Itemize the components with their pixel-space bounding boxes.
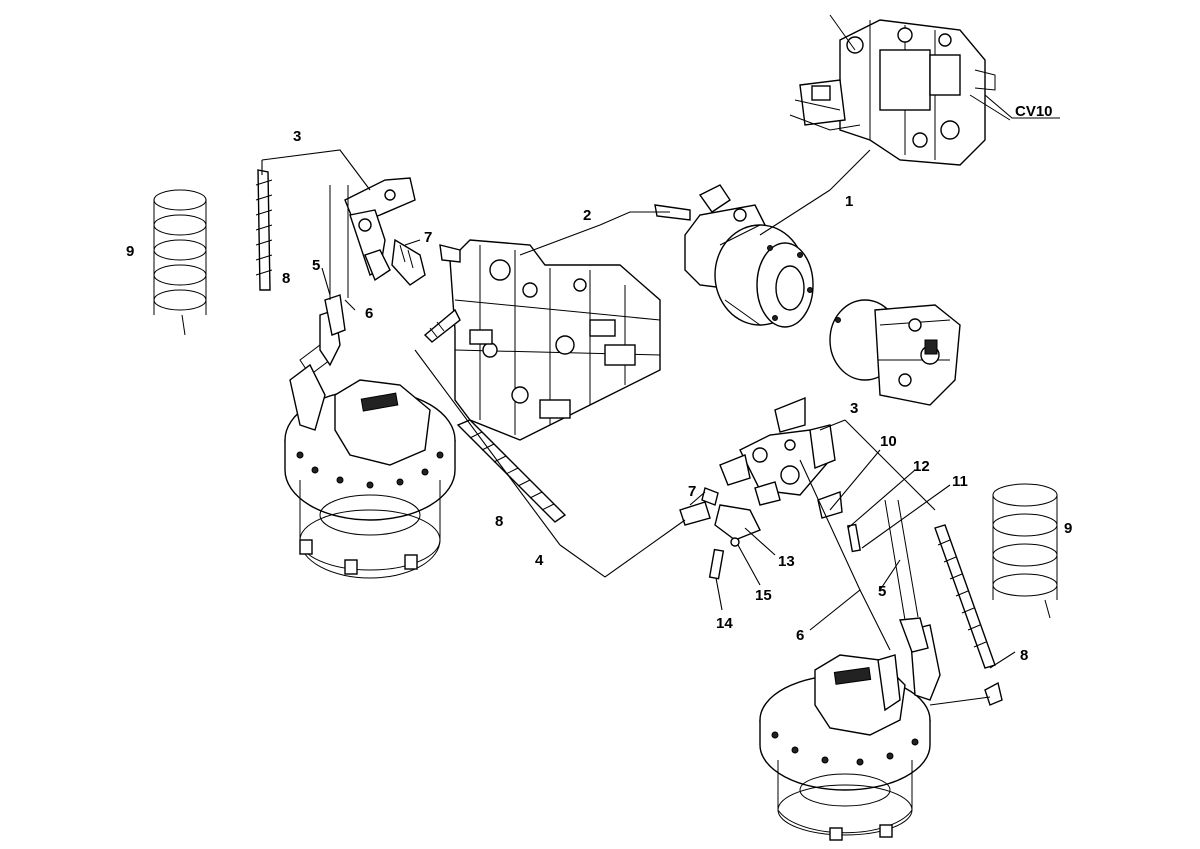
spiral-coil-9-right — [992, 483, 1058, 619]
callout-7-left: 7 — [424, 229, 432, 246]
callout-9-left: 9 — [126, 243, 134, 260]
callout-9-right: 9 — [1064, 520, 1072, 537]
hydraulic-motor-b — [829, 299, 961, 406]
control-valve-cv10 — [789, 14, 1060, 166]
valve-manifold-block — [423, 239, 661, 441]
leader-lines — [261, 149, 1016, 669]
callout-labels: CV10 1 2 3 3 4 5 5 6 6 7 7 8 8 8 9 9 10 … — [126, 103, 1072, 664]
hose-fittings — [324, 185, 929, 653]
callout-10: 10 — [880, 433, 897, 450]
hydraulic-motor-a — [654, 184, 814, 328]
callout-8-left: 8 — [282, 270, 290, 287]
spiral-wrap-8-center — [456, 419, 567, 523]
spiral-wrap-8-right — [934, 524, 996, 669]
callout-4: 4 — [535, 552, 544, 569]
callout-6-right: 6 — [796, 627, 804, 644]
bracket-assembly-right — [679, 396, 862, 580]
cv10-leader — [984, 94, 1060, 119]
bracket-assembly-left — [344, 177, 426, 286]
callout-8-right: 8 — [1020, 647, 1028, 664]
callout-12: 12 — [913, 458, 930, 475]
callout-5-right: 5 — [878, 583, 886, 600]
callout-3-left: 3 — [293, 128, 301, 145]
spiral-coil-9-left — [153, 189, 207, 336]
callout-3-right: 3 — [850, 400, 858, 417]
callout-13: 13 — [778, 553, 795, 570]
callout-8-center: 8 — [495, 513, 503, 530]
callout-11: 11 — [952, 473, 968, 490]
callout-6-left: 6 — [365, 305, 373, 322]
callout-cv10: CV10 — [1015, 103, 1053, 120]
callout-15: 15 — [755, 587, 772, 604]
callout-14: 14 — [716, 615, 733, 632]
wheel-drive-motor-left — [284, 309, 456, 579]
callout-1: 1 — [845, 193, 853, 210]
callout-7-right: 7 — [688, 483, 696, 500]
spiral-wrap-8-left — [255, 169, 273, 291]
callout-2: 2 — [583, 207, 591, 224]
callout-5-left: 5 — [312, 257, 320, 274]
wheel-drive-motor-right — [759, 624, 1003, 841]
